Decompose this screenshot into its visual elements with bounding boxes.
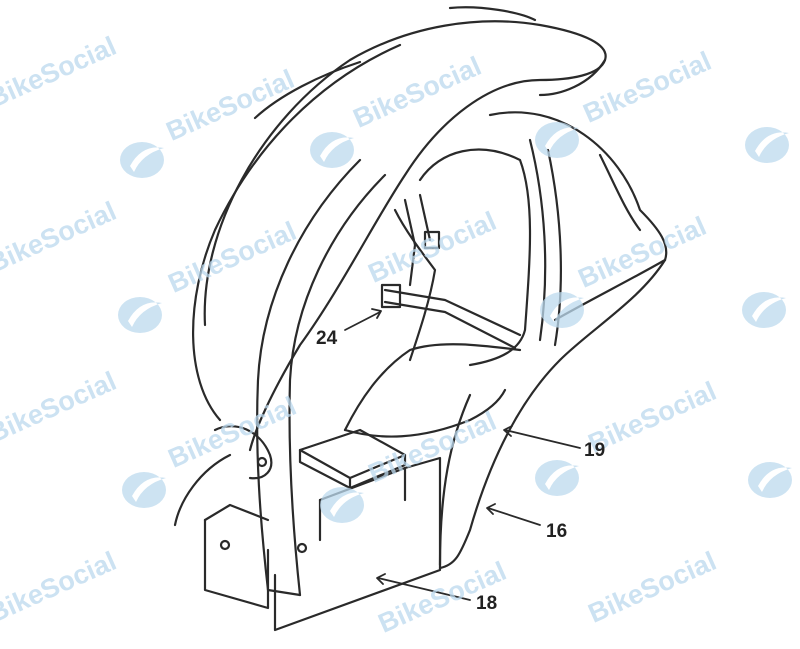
leader-arrows: [344, 308, 581, 601]
roll-hoop-frame: [256, 158, 387, 597]
callout-16: 16: [546, 521, 568, 542]
arrow-16: [487, 507, 541, 526]
arrow-24: [344, 311, 381, 331]
storage-box: [273, 456, 442, 632]
callout-19: 19: [584, 440, 606, 461]
watermark-logos: [118, 122, 792, 523]
mounting-bracket: [173, 425, 273, 610]
arrow-18: [377, 577, 471, 601]
callout-24: 24: [316, 328, 338, 349]
arrow-19: [504, 429, 581, 449]
callout-18: 18: [476, 593, 498, 614]
seat-and-harness: [343, 148, 532, 438]
rear-fairing: [438, 111, 668, 570]
canopy-roof: [192, 6, 607, 452]
